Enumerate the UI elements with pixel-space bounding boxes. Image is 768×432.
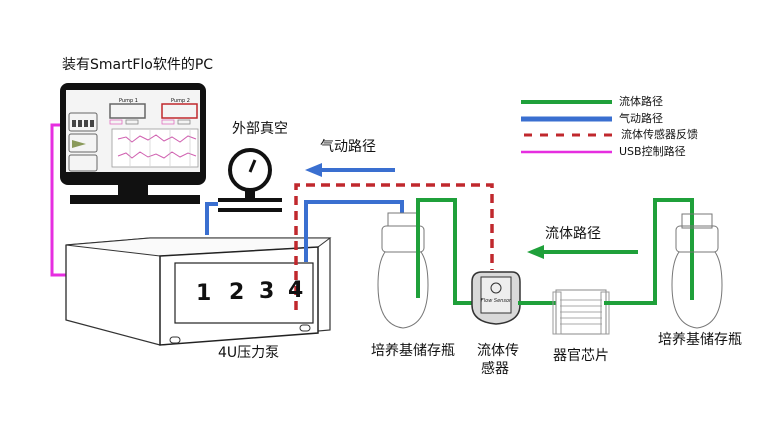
legend <box>521 100 612 154</box>
usb-path <box>50 123 66 277</box>
pneumatic-path-reservoir <box>304 200 404 262</box>
flow-sensor-text: Flow Sensor <box>481 298 512 304</box>
organ-chip <box>552 289 610 335</box>
legend-label-fluid: 流体路径 <box>619 95 663 108</box>
pressure-pump <box>65 237 332 346</box>
fluid-path-reservoir-sensor <box>416 198 474 305</box>
pneumatic-path-vacuum <box>205 202 218 235</box>
chip-label: 器官芯片 <box>553 348 609 364</box>
reservoir-right-label: 培养基储存瓶 <box>658 332 742 348</box>
legend-label-pneumatic: 气动路径 <box>619 112 663 125</box>
monitor-panel-title-1: Pump 1 <box>119 98 138 104</box>
reservoir-bottle-right <box>671 213 723 329</box>
pneumatic-arrow-label: 气动路径 <box>320 139 376 155</box>
pneumatic-arrow <box>305 163 395 177</box>
sensor-label-line1: 流体传 <box>477 343 519 359</box>
pump-channel-1: 1 <box>196 281 212 306</box>
sensor-label-line2: 感器 <box>481 361 509 377</box>
pump-channel-3: 3 <box>259 279 275 304</box>
pc-label: 装有SmartFlo软件的PC <box>62 57 214 73</box>
fluid-path-chip-reservoir <box>604 198 694 305</box>
sensor-feedback-path <box>294 183 494 310</box>
pump-channel-4: 4 <box>288 278 304 303</box>
reservoir-left-label: 培养基储存瓶 <box>371 343 455 359</box>
pump-channel-2: 2 <box>229 280 245 305</box>
reservoir-bottle-left <box>377 212 429 329</box>
pc-monitor <box>60 83 206 204</box>
legend-label-feedback: 流体传感器反馈 <box>621 128 698 141</box>
fluid-arrow-label: 流体路径 <box>545 226 601 242</box>
flow-sensor: Flow Sensor <box>471 271 521 325</box>
vacuum-gauge <box>218 148 282 212</box>
monitor-panel-title-2: Pump 2 <box>171 98 190 104</box>
vacuum-label: 外部真空 <box>232 121 288 137</box>
fluid-arrow <box>527 245 638 259</box>
pump-label: 4U压力泵 <box>218 345 280 361</box>
legend-label-usb: USB控制路径 <box>619 145 686 158</box>
